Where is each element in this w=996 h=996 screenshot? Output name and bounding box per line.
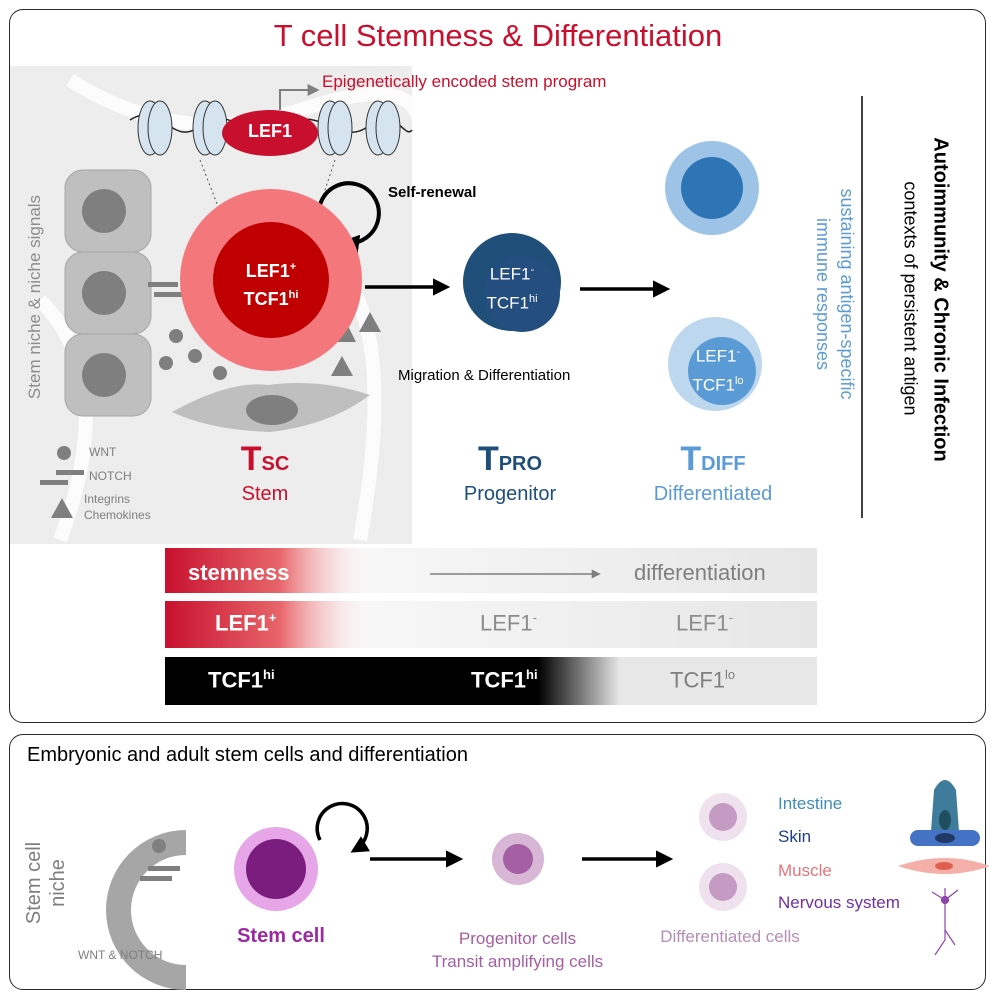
niche-wnt-dot bbox=[152, 839, 166, 853]
lef1-neg-label-1: LEF1- bbox=[480, 610, 537, 636]
tdiff-nucleus-top bbox=[681, 157, 743, 219]
lef1-neg-label-2: LEF1- bbox=[676, 610, 733, 636]
legend-wnt: WNT bbox=[89, 445, 117, 459]
stem-cell-nucleus bbox=[246, 839, 306, 899]
stemness-bar bbox=[165, 548, 375, 593]
tsc-nucleus bbox=[213, 222, 329, 338]
tcf1-hi-label-2: TCF1hi bbox=[471, 667, 538, 693]
tcf1-lo-label: TCF1lo bbox=[670, 667, 736, 693]
lef1-ellipse bbox=[222, 110, 318, 156]
progenitor-label: Progenitor cells Transit amplifying cell… bbox=[431, 929, 604, 971]
legend-integrin-icon bbox=[51, 498, 73, 518]
tpro-label: TPRO Progenitor bbox=[463, 440, 557, 505]
stemness-label: stemness bbox=[188, 560, 290, 585]
wnt-notch-label: WNT & NOTCH bbox=[78, 948, 163, 962]
chromatin bbox=[129, 84, 413, 251]
tissue-nervous-system: Nervous system bbox=[778, 893, 900, 912]
stem-cell-label: Stem cell bbox=[237, 925, 325, 947]
tsc-label: TSC Stem bbox=[240, 440, 290, 505]
legend-notch-icon bbox=[56, 470, 84, 475]
niche-crescent bbox=[106, 830, 186, 990]
tdiff-label: TDIFF Differentiated bbox=[653, 440, 773, 505]
legend-integrins: Integrins bbox=[84, 492, 131, 506]
lef1-gene-label: LEF1 bbox=[247, 121, 292, 141]
lef1-bar bbox=[165, 601, 375, 648]
niche-cells bbox=[64, 169, 184, 417]
epigenetic-label: Epigenetically encoded stem program bbox=[322, 72, 607, 91]
legend-notch: NOTCH bbox=[89, 469, 132, 483]
niche-notch-bar bbox=[148, 866, 180, 871]
tcf1-bar bbox=[165, 657, 620, 705]
self-renewal-label: Self-renewal bbox=[388, 184, 477, 201]
tpro-markers: LEF1- TCF1hi bbox=[486, 264, 538, 313]
tsc-markers: LEF1+ TCF1hi bbox=[243, 261, 299, 309]
page-title: T cell Stemness & Differentiation bbox=[273, 18, 723, 53]
wnt-dots bbox=[159, 329, 227, 380]
sustaining-label: sustaining antigen-specific immune respo… bbox=[813, 188, 857, 400]
tissue-muscle: Muscle bbox=[778, 861, 832, 880]
legend-wnt-icon bbox=[57, 446, 71, 460]
stem-self-renewal-arrow bbox=[315, 801, 371, 853]
tpro-nucleus bbox=[484, 256, 560, 332]
tissue-skin: Skin bbox=[778, 827, 812, 846]
self-renewal-arrow bbox=[318, 181, 381, 255]
legend-chemokines: Chemokines bbox=[84, 508, 151, 522]
tcf1-hi-label-1: TCF1hi bbox=[208, 667, 275, 693]
lef1-pos-label: LEF1+ bbox=[215, 610, 277, 636]
tissue-intestine: Intestine bbox=[778, 794, 843, 813]
neuron-icon bbox=[931, 888, 959, 956]
migration-label: Migration & Differentiation bbox=[398, 367, 571, 384]
context-subtitle: contexts of persistent antigen bbox=[900, 181, 921, 416]
context-title: Autoimmunity & Chronic Infection bbox=[929, 137, 952, 462]
progenitor-nucleus bbox=[503, 844, 533, 874]
tdiff-markers: LEF1- TCF1lo bbox=[692, 346, 744, 395]
stem-cell-niche-label: Stem cell niche bbox=[23, 841, 69, 925]
differentiation-label: differentiation bbox=[634, 560, 766, 585]
differentiated-label: Differentiated cells bbox=[660, 927, 800, 946]
stromal-nucleus bbox=[246, 395, 298, 425]
bottom-title: Embryonic and adult stem cells and diffe… bbox=[27, 744, 468, 766]
niche-side-label: Stem niche & niche signals bbox=[25, 194, 44, 400]
tdiff-nucleus-bottom bbox=[688, 337, 756, 405]
